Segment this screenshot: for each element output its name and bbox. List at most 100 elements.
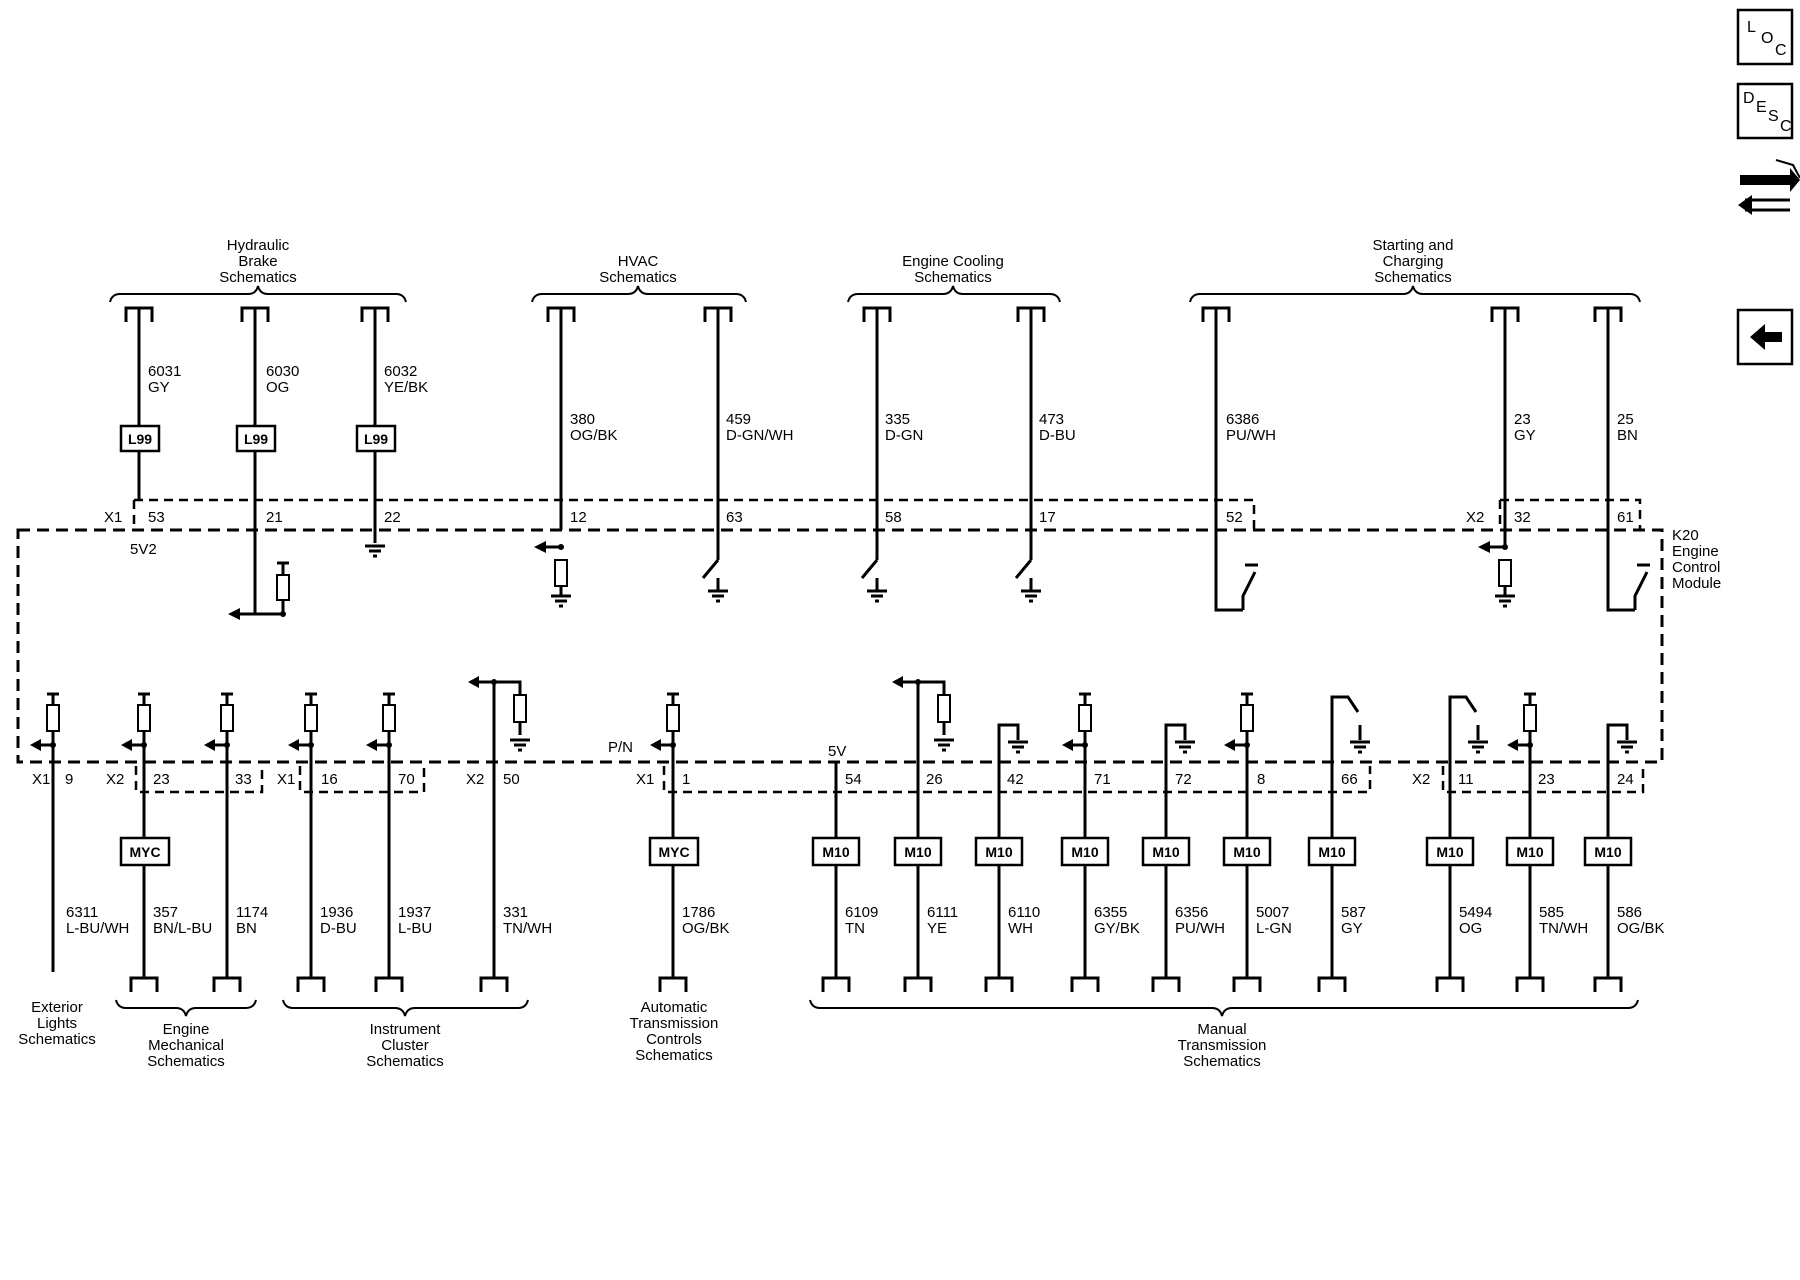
wire-color: OG: [1459, 920, 1482, 937]
circuit-number: 25: [1617, 411, 1634, 428]
bottom-group-instrument-cluster[interactable]: Instrument Cluster Schematics: [282, 999, 529, 1070]
group-label-line: Hydraulic: [227, 237, 290, 254]
connector-id: X2: [466, 771, 484, 788]
svg-text:M10: M10: [904, 844, 931, 860]
group-label-line: Schematics: [635, 1047, 713, 1064]
option-box-m10: M10: [1505, 836, 1555, 867]
bottom-group-manual-transmission[interactable]: Manual Transmission Schematics: [809, 999, 1639, 1070]
wire-color: OG/BK: [570, 427, 618, 444]
svg-text:M10: M10: [1071, 844, 1098, 860]
option-box-l99: L99: [119, 424, 161, 453]
connector-id: X1: [277, 771, 295, 788]
group-label-line: Engine: [163, 1021, 210, 1038]
pin-number: 66: [1341, 771, 1358, 788]
circuit-number: 6386: [1226, 411, 1259, 428]
wire-color: L-BU/WH: [66, 920, 129, 937]
back-arrow-icon[interactable]: [1736, 308, 1794, 366]
desc-button[interactable]: D E S C: [1736, 82, 1794, 140]
svg-text:M10: M10: [1152, 844, 1179, 860]
reference-voltage: 5V: [828, 743, 846, 760]
wire-color: GY/BK: [1094, 920, 1140, 937]
desc-letter-c: C: [1780, 118, 1792, 135]
wire-color: BN: [1617, 427, 1638, 444]
option-box-l99: L99: [235, 424, 277, 453]
bottom-group-engine-mechanical[interactable]: Engine Mechanical Schematics: [115, 999, 257, 1070]
wire-color: D-BU: [320, 920, 357, 937]
wire-color: BN/L-BU: [153, 920, 212, 937]
top-wire-labels: 6031 GY 6030 OG 6032 YE/BK 380 OG/BK 459…: [148, 363, 1638, 444]
top-group-hydraulic-brake[interactable]: Hydraulic Brake Schematics: [109, 237, 407, 303]
pin-number: 63: [726, 509, 743, 526]
wire-color: WH: [1008, 920, 1033, 937]
wire-color: TN: [845, 920, 865, 937]
wire-color: TN/WH: [1539, 920, 1588, 937]
group-label-line: Brake: [238, 253, 277, 270]
desc-letter-d: D: [1743, 90, 1755, 107]
group-label-line: Schematics: [366, 1053, 444, 1070]
top-group-engine-cooling[interactable]: Engine Cooling Schematics: [847, 253, 1061, 303]
loc-button[interactable]: L O C: [1736, 8, 1794, 66]
svg-text:L99: L99: [364, 431, 388, 447]
loc-letter-l: L: [1747, 19, 1756, 36]
option-box-m10: M10: [1583, 836, 1633, 867]
pin-number: 58: [885, 509, 902, 526]
wire-color: YE/BK: [384, 379, 428, 396]
option-box-m10: M10: [1141, 836, 1191, 867]
circuit-number: 587: [1341, 904, 1366, 921]
pin-number: 12: [570, 509, 587, 526]
option-box-m10: M10: [1307, 836, 1357, 867]
top-group-starting-charging[interactable]: Starting and Charging Schematics: [1189, 237, 1641, 303]
svg-text:Engine: Engine: [1672, 543, 1719, 560]
bottom-group-automatic-transmission[interactable]: Automatic Transmission Controls Schemati…: [630, 999, 719, 1064]
pn-label: P/N: [608, 739, 633, 756]
bottom-wire-labels: 6311 L-BU/WH 357 BN/L-BU 1174 BN 1936 D-…: [66, 904, 1665, 937]
group-label-line: Schematics: [914, 269, 992, 286]
circuit-number: 335: [885, 411, 910, 428]
svg-text:M10: M10: [1233, 844, 1260, 860]
top-group-hvac[interactable]: HVAC Schematics: [531, 253, 747, 303]
internal-circuits-upper: [228, 541, 1650, 620]
svg-text:Control: Control: [1672, 559, 1720, 576]
wire-color: D-BU: [1039, 427, 1076, 444]
option-box-l99: L99: [355, 424, 397, 453]
circuit-number: 23: [1514, 411, 1531, 428]
connector-x1-top: [132, 498, 1256, 529]
bottom-group-exterior-lights[interactable]: Exterior Lights Schematics: [18, 999, 96, 1048]
circuit-number: 5494: [1459, 904, 1492, 921]
connector-id: X1: [32, 771, 50, 788]
option-box-m10: M10: [1060, 836, 1110, 867]
pin-number: 16: [321, 771, 338, 788]
reference-voltage: 5V2: [130, 541, 157, 558]
wire-color: BN: [236, 920, 257, 937]
pin-number: 32: [1514, 509, 1531, 526]
wire-color: GY: [1341, 920, 1363, 937]
svg-text:M10: M10: [1318, 844, 1345, 860]
circuit-number: 6110: [1008, 904, 1040, 921]
circuit-number: 6311: [66, 904, 98, 921]
internal-circuits-lower: [30, 676, 1637, 760]
pin-number: 50: [503, 771, 520, 788]
wire-color: D-GN: [885, 427, 923, 444]
connector-tool-icon[interactable]: [1738, 159, 1800, 215]
circuit-number: 5007: [1256, 904, 1289, 921]
connector-id: X2: [1412, 771, 1430, 788]
option-box-myc: MYC: [648, 836, 700, 867]
desc-letter-s: S: [1768, 108, 1779, 125]
group-label-line: Charging: [1383, 253, 1444, 270]
group-label-line: Schematics: [599, 269, 677, 286]
connector-id: X2: [1466, 509, 1484, 526]
pin-number: 17: [1039, 509, 1056, 526]
circuit-number: 6355: [1094, 904, 1127, 921]
group-label-line: Schematics: [18, 1031, 96, 1048]
wire-color: OG/BK: [1617, 920, 1665, 937]
group-label-line: Manual: [1197, 1021, 1246, 1038]
group-label-line: Lights: [37, 1015, 77, 1032]
pin-number: 9: [65, 771, 73, 788]
group-label-line: Schematics: [1374, 269, 1452, 286]
pin-number: 72: [1175, 771, 1192, 788]
group-label-line: Transmission: [630, 1015, 719, 1032]
circuit-number: 6031: [148, 363, 181, 380]
group-label-line: Exterior: [31, 999, 83, 1016]
circuit-number: 6111: [927, 904, 958, 921]
